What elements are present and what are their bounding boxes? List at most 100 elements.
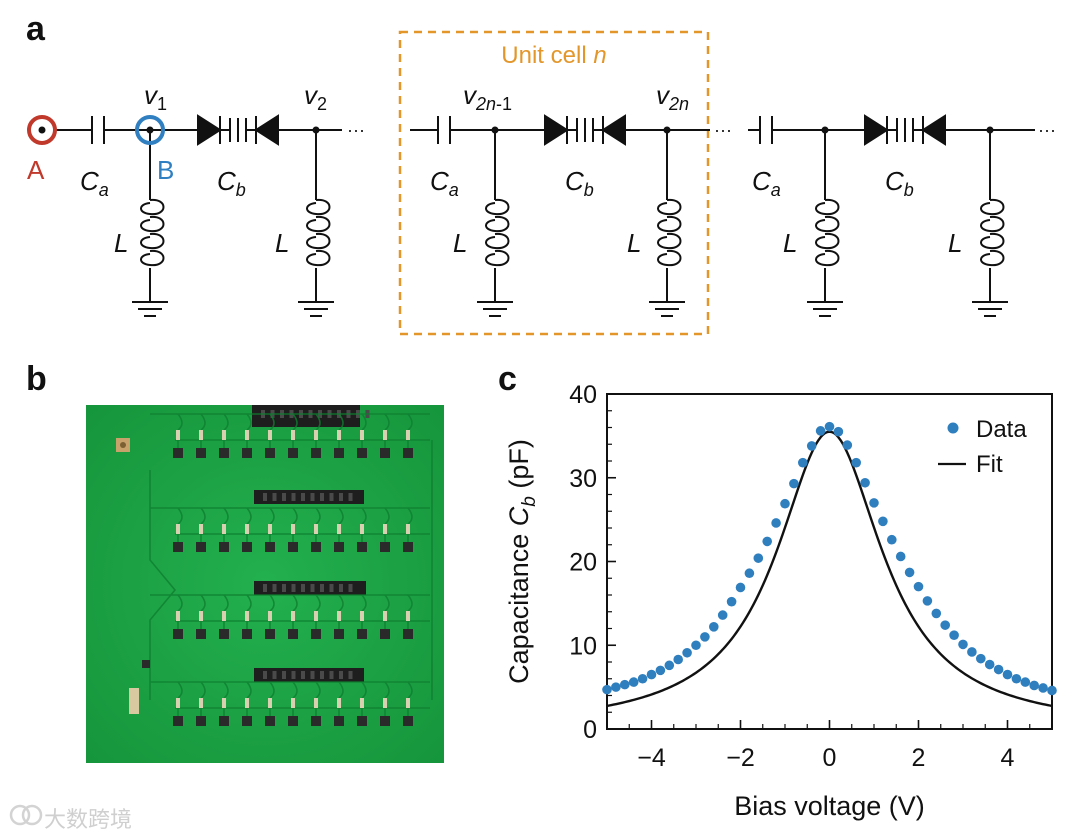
data-point [860, 477, 870, 488]
capacitor-ca-3 [759, 116, 773, 144]
data-point [895, 551, 906, 562]
data-point [993, 664, 1004, 675]
data-point [1020, 677, 1031, 687]
data-point [744, 568, 755, 579]
port-a [27, 115, 57, 145]
legend-label-data: Data [976, 416, 1027, 443]
data-point [620, 679, 630, 690]
data-point [726, 596, 737, 607]
data-point [655, 665, 666, 676]
data-point [922, 596, 933, 606]
legend-marker-data [947, 422, 959, 434]
data-point [869, 498, 879, 508]
watermark-logo-icon [9, 804, 43, 826]
data-point [1029, 680, 1039, 691]
ellipsis-2: ··· [714, 120, 732, 140]
ground-icon [477, 301, 513, 317]
data-point [878, 516, 888, 527]
watermark-text: 大数跨境 [44, 808, 133, 833]
label-ca-1: Ca [80, 166, 109, 200]
y-tick-label: 10 [569, 632, 597, 660]
data-point [833, 426, 844, 437]
unit-cell-label: Unit cell n [501, 42, 606, 69]
y-tick-label: 30 [569, 465, 597, 493]
ellipsis-1: ··· [347, 120, 365, 140]
data-point [1002, 669, 1013, 680]
ground-icon [807, 301, 843, 317]
label-v2n-1: v2n-1 [463, 80, 512, 114]
data-point [691, 640, 701, 651]
label-v1: v1 [144, 80, 167, 114]
label-ca-2: Ca [430, 166, 459, 200]
data-point [851, 457, 861, 468]
varactor-cb-2 [544, 114, 626, 146]
unit-cell-box [398, 30, 710, 336]
x-tick-label: −4 [637, 744, 666, 772]
x-axis-label: Bias voltage (V) [734, 791, 925, 821]
capacitor-ca-1 [91, 116, 105, 144]
varactor-cb-3 [864, 114, 946, 146]
capacitor-ca-2 [437, 116, 451, 144]
data-point [1038, 683, 1048, 693]
data-point [628, 677, 639, 687]
data-point [984, 659, 995, 670]
fit-line [606, 430, 1053, 708]
label-cb-3: Cb [885, 166, 914, 200]
label-node-a: A [27, 155, 45, 185]
data-point [815, 426, 826, 436]
data-point [664, 660, 675, 671]
x-tick-label: 2 [912, 744, 926, 772]
data-point [931, 608, 942, 619]
ground-icon [132, 301, 168, 317]
data-point [700, 632, 710, 642]
label-inductor-2: L [275, 228, 289, 258]
data-point [904, 567, 915, 578]
data-point [940, 620, 950, 630]
data-point [637, 673, 648, 684]
inductor-2 [298, 130, 334, 317]
y-axis-label: Capacitance Cb (pF) [504, 439, 540, 684]
label-node-b: B [157, 155, 174, 185]
y-tick-label: 20 [569, 549, 597, 577]
data-point [842, 440, 853, 450]
data-point [1047, 685, 1057, 696]
plot-frame [606, 393, 1053, 730]
label-v2: v2 [304, 80, 327, 114]
data-point [709, 622, 719, 632]
data-point [771, 518, 781, 528]
data-point [913, 581, 924, 592]
ellipsis-3: ··· [1038, 120, 1056, 140]
data-point [735, 582, 746, 593]
label-cb-1: Cb [217, 166, 246, 200]
ground-icon [972, 301, 1008, 317]
panel-label-a: a [26, 10, 45, 48]
circuit-diagram: Unit cell n [27, 30, 1056, 336]
data-point [1011, 673, 1022, 684]
data-point [682, 647, 692, 658]
data-point [887, 534, 897, 545]
label-inductor-3: L [453, 228, 467, 258]
data-point [602, 684, 612, 695]
data-point [753, 553, 764, 563]
inductor-3 [477, 130, 513, 317]
pcb-photo [86, 405, 444, 763]
data-point [789, 478, 799, 489]
inductor-5 [807, 130, 843, 317]
label-inductor-4: L [627, 228, 641, 258]
inductor-4 [649, 130, 685, 317]
panel-label-c: c [498, 360, 517, 398]
data-point [673, 654, 683, 665]
x-tick-label: 4 [1001, 744, 1015, 772]
port-b [135, 115, 165, 145]
data-point [949, 630, 959, 640]
data-point [762, 536, 772, 547]
x-tick-label: 0 [823, 744, 837, 772]
data-point [611, 682, 621, 692]
legend-label-fit: Fit [976, 451, 1003, 478]
inductor-6 [972, 130, 1008, 317]
data-point [798, 457, 808, 468]
ground-icon [649, 301, 685, 317]
data-point [806, 441, 817, 451]
label-inductor-5: L [783, 228, 797, 258]
